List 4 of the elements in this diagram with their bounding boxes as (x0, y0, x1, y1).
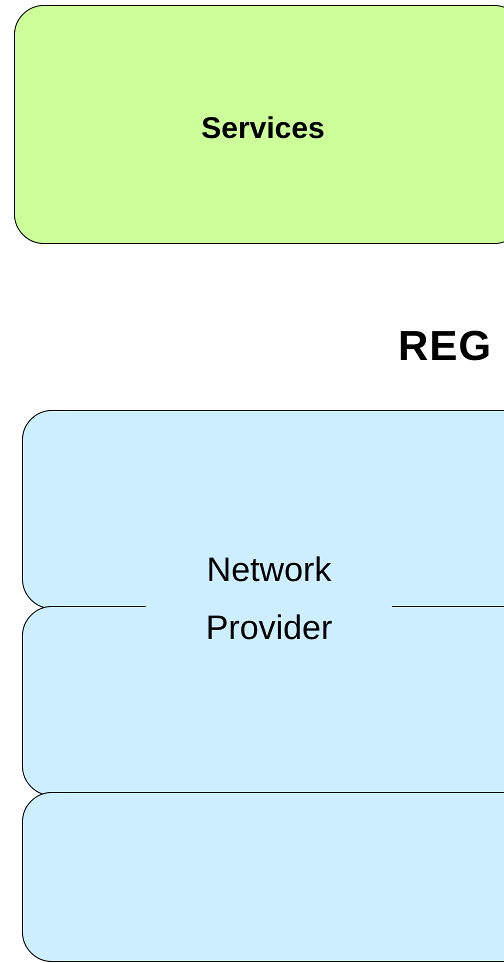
heading-text: REG (398, 322, 492, 370)
empty-box (22, 792, 504, 962)
box-title: Services (201, 112, 325, 146)
rounded-box (14, 5, 504, 244)
